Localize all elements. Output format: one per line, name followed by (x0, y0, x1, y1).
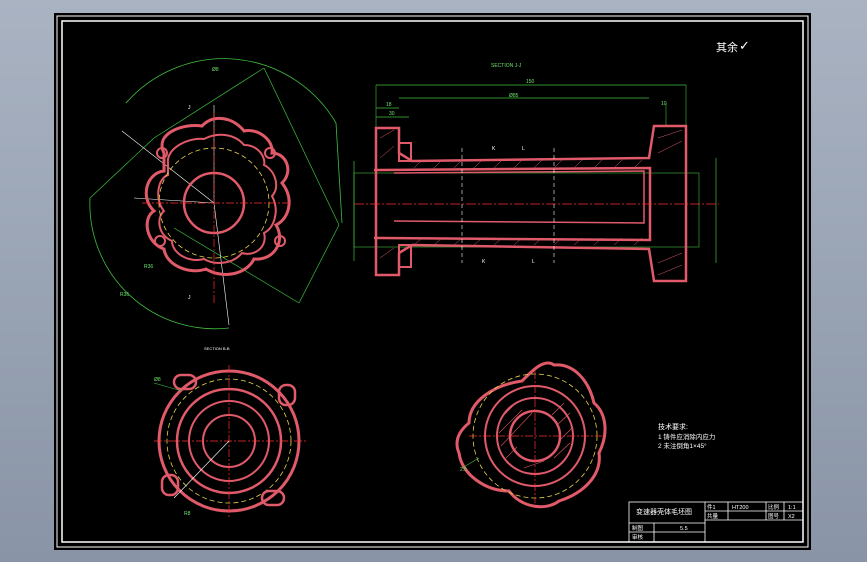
roughness-remark: 其余 (716, 40, 738, 54)
hatch-ring (498, 402, 574, 469)
hub-bottom (398, 244, 412, 268)
dim-line (298, 224, 340, 304)
tech-item: 2 未注倒角1×45° (658, 441, 707, 450)
sheet-value: X2 (788, 514, 795, 520)
dim-label: Ø8 (154, 377, 161, 383)
dim-box (353, 172, 700, 248)
dim-label: R36 (120, 292, 129, 298)
dim-arc-large (125, 58, 343, 224)
material: HT200 (732, 505, 749, 511)
dim-label: 2.5 (460, 467, 467, 473)
dim-line (89, 137, 155, 199)
bore-inner (393, 170, 645, 224)
dim-leader (461, 457, 480, 469)
bolt-hole (154, 235, 166, 247)
dim-label: 150 (526, 79, 535, 85)
check-label: 审核 (632, 533, 644, 541)
dim-label: 18 (386, 102, 392, 108)
tech-item: 1 铸件应消除内应力 (658, 432, 715, 441)
dim-line (153, 67, 265, 139)
section-view-jj: SECTION J-J 150 Ø85 18 30 10 (353, 63, 719, 283)
section-mark: J (188, 105, 191, 111)
dim-label: R36 (144, 264, 153, 270)
mass-label: 共量 (707, 512, 719, 520)
section-title: SECTION J-J (491, 63, 522, 69)
construction-line (213, 202, 230, 326)
dim-label: 30 (389, 111, 395, 117)
view-label: SECTION B-B (204, 346, 230, 351)
tech-requirements: 技术要求: 1 铸件应消除内应力 2 未注倒角1×45° (658, 422, 715, 450)
shaft-outline (374, 124, 688, 283)
section-view-bottom-right: 2.5 (455, 361, 607, 509)
dim-label: Ø8 (212, 67, 219, 73)
lug-left (160, 473, 180, 497)
dim-label: R8 (184, 511, 191, 517)
lug-right (277, 383, 297, 407)
dim-label: Ø85 (509, 93, 519, 99)
tech-title: 技术要求: (658, 422, 688, 431)
section-view-bottom-left: SECTION B-B Ø8 R8 (153, 346, 306, 518)
hatch-pattern (379, 129, 683, 276)
flange-inner (157, 133, 278, 264)
bolt-hole (274, 235, 286, 247)
scale-label: 比例 (768, 503, 780, 511)
lug-top (172, 373, 198, 391)
section-mark: L (522, 146, 525, 152)
cad-drawing: 其余 ✓ Ø8 R36 R36 J J SECTION J-J (56, 15, 809, 548)
dim-leader (153, 382, 183, 392)
square-flange (455, 361, 607, 509)
hub-top (398, 142, 412, 162)
lug-bottom (260, 489, 286, 507)
section-mark: J (188, 295, 191, 301)
section-mark: K (492, 146, 496, 152)
section-mark: L (532, 259, 535, 265)
draw-value: 5.5 (680, 526, 688, 532)
part-name: 变速器壳体毛坯图 (636, 507, 692, 516)
roughness-check-icon: ✓ (739, 38, 750, 53)
bolt-hole (264, 147, 276, 159)
qty-label: 件1 (707, 503, 716, 511)
dim-line (263, 67, 340, 226)
title-block (628, 501, 804, 543)
drawing-sheet: 其余 ✓ Ø8 R36 R36 J J SECTION J-J (54, 13, 811, 550)
end-view-top-left: Ø8 R36 R36 J J (89, 58, 343, 330)
flange-outline (144, 116, 291, 276)
dim-line (173, 227, 300, 304)
dim-leader (173, 440, 230, 499)
bolt-hole (156, 147, 168, 159)
scale-value: 1:1 (788, 505, 796, 511)
outer-frame (56, 15, 809, 548)
dim-arc-left (89, 197, 230, 330)
sheet-label: 图号 (768, 512, 780, 520)
inner-frame (61, 20, 804, 543)
section-mark: K (482, 259, 486, 265)
draw-label: 制图 (632, 524, 644, 532)
dim-label: 10 (661, 101, 667, 107)
